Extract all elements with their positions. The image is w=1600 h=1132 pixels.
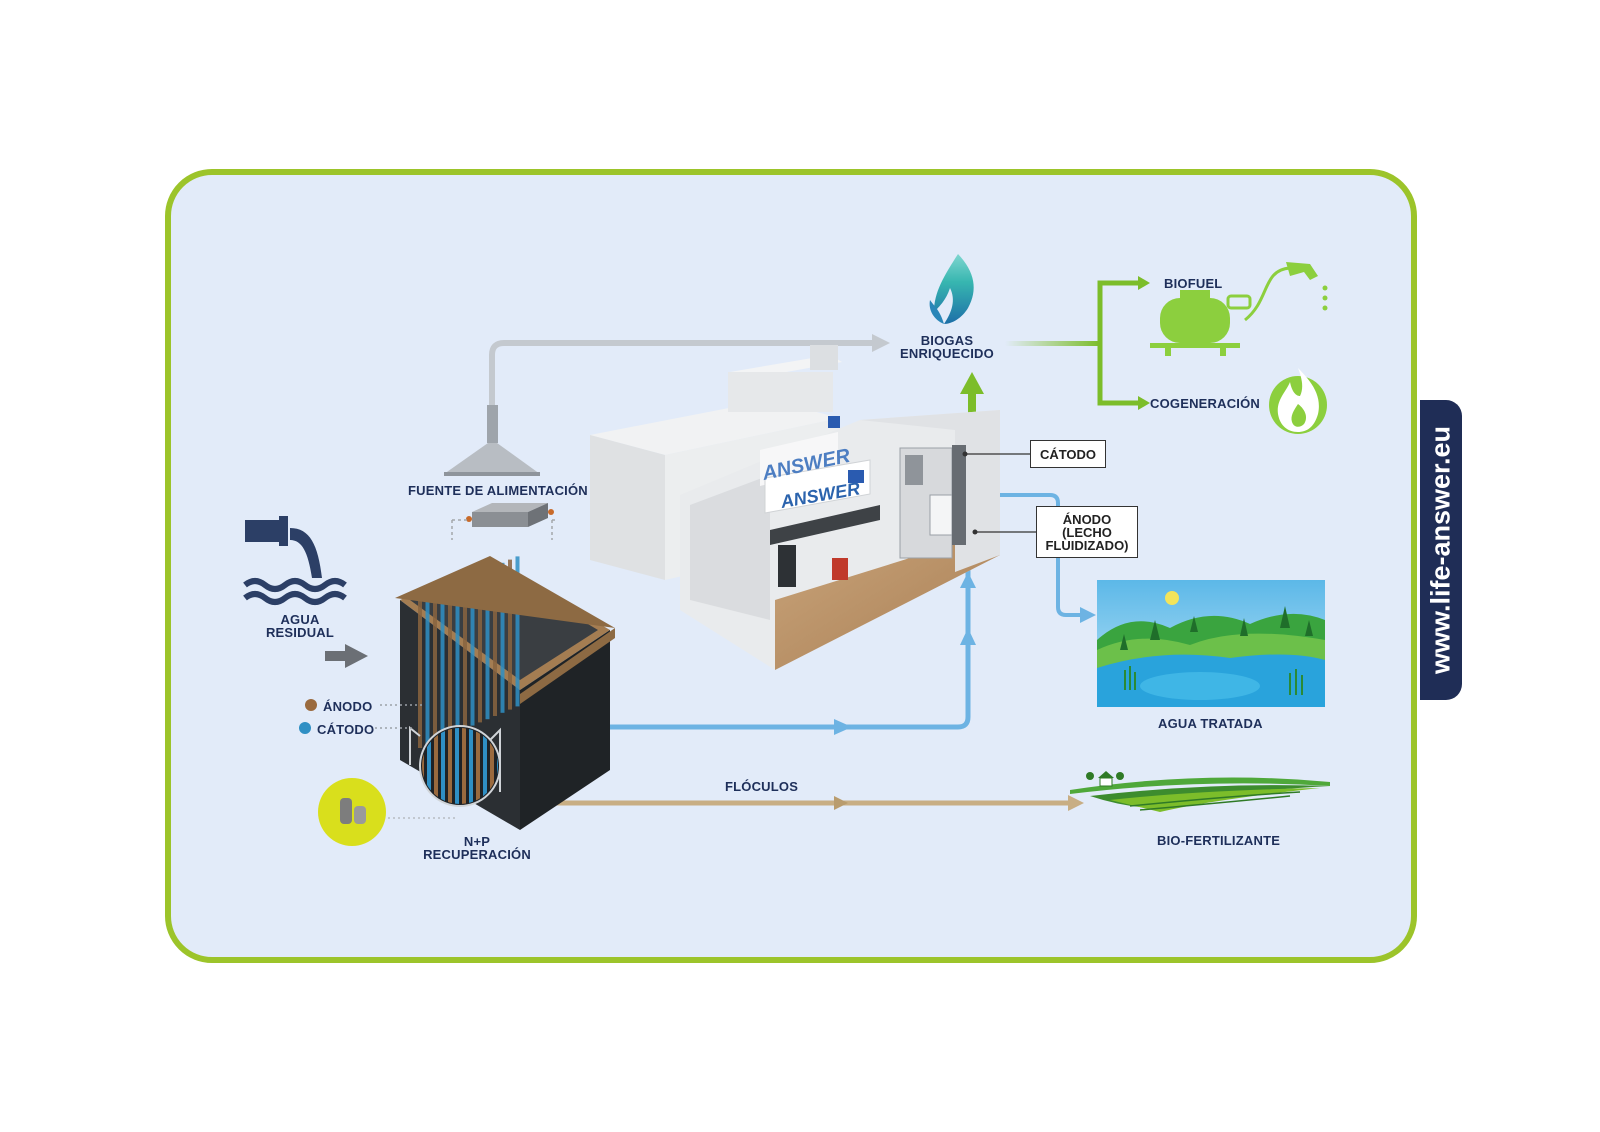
- power-supply-icon: [451, 503, 556, 540]
- website-link[interactable]: www.life-answer.eu: [1425, 425, 1456, 675]
- electrode-zoom-plate: [490, 728, 494, 804]
- agua-tratada-label: AGUA TRATADA: [1158, 716, 1263, 731]
- electrode-zoom-plate: [448, 728, 452, 804]
- electrode-zoom-plate: [441, 728, 445, 804]
- inflow-arrow-icon: [325, 644, 368, 668]
- reactor-electrodes: [418, 556, 520, 748]
- np-recovery-icon: [318, 778, 458, 846]
- biogas-flame-icon: [929, 254, 974, 324]
- anode-dot: [305, 699, 317, 711]
- water-flow-arrow-1: [834, 719, 852, 735]
- electrode-zoom-plate: [455, 728, 459, 804]
- flocs-flow-arrow-2: [1068, 795, 1084, 811]
- cogen-arrow: [1138, 396, 1150, 410]
- answer-banner-front: [764, 459, 871, 514]
- fuente-label: FUENTE DE ALIMENTACIÓN: [408, 483, 588, 498]
- electrode-plate: [493, 566, 497, 716]
- electrode-magnifier: [409, 725, 501, 807]
- floculos-label: FLÓCULOS: [725, 779, 799, 794]
- electrode-zoom-plate: [483, 728, 487, 804]
- electrode-plate: [470, 575, 475, 726]
- gas-hood-icon: [444, 405, 540, 476]
- cogeneracion-label: COGENERACIÓN: [1150, 396, 1261, 411]
- electrode-plate: [478, 572, 482, 723]
- electrode-plate: [485, 569, 490, 720]
- biogas-label: BIOGAS ENRIQUECIDO: [900, 333, 994, 361]
- electrode-plate: [500, 562, 505, 713]
- biogas-fade-line: [1005, 341, 1100, 346]
- gas-flow-line: [489, 340, 872, 405]
- biofuel-arrow: [1138, 276, 1150, 290]
- reactor-rim: [395, 556, 615, 704]
- electrode-plate: [433, 591, 437, 742]
- catodo-callout: CÁTODO: [1030, 440, 1106, 468]
- biogas-up-arrow: [960, 372, 984, 394]
- treated-water-landscape: [1097, 580, 1325, 707]
- electrode-zoom-plate: [469, 728, 473, 804]
- flocs-flow-arrow-1: [834, 796, 848, 810]
- electrode-zoom-plate: [422, 728, 424, 804]
- fuel-tank-icon: [1150, 290, 1252, 356]
- fuel-nozzle-icon: [1244, 262, 1328, 322]
- np-label: N+P RECUPERACIÓN: [423, 834, 531, 862]
- agua-residual-label: AGUA RESIDUAL: [265, 612, 335, 640]
- electrode-plate: [425, 594, 430, 745]
- water-flow-arrow-2: [960, 628, 976, 645]
- electrode-zoom-plate: [476, 728, 480, 804]
- biofuel-label: BIOFUEL: [1164, 276, 1223, 291]
- electrode-zoom-plate: [497, 728, 498, 804]
- electrode-zoom-plate: [434, 728, 438, 804]
- green-branch: [1097, 280, 1140, 406]
- electrode-plate: [440, 588, 445, 739]
- gas-flow-arrow: [872, 334, 890, 352]
- treated-flow-arrow: [1080, 607, 1096, 623]
- water-flow-arrow-3: [960, 572, 976, 588]
- electrode-zoom-plate: [462, 728, 466, 804]
- cogeneration-fire-icon: [1269, 368, 1327, 434]
- electrode-plate: [448, 585, 452, 736]
- catodo-legend-label: CÁTODO: [317, 722, 375, 737]
- electrode-plate: [463, 578, 467, 729]
- anodo-callout: ÁNODO (LECHO FLUIDIZADO): [1036, 506, 1138, 558]
- website-tab[interactable]: [1420, 400, 1462, 700]
- bio-fertilizante-label: BIO-FERTILIZANTE: [1157, 833, 1281, 848]
- cathode-dot: [299, 722, 311, 734]
- electrode-plate: [508, 559, 512, 710]
- container-front: [680, 410, 1000, 670]
- anodo-legend-label: ÁNODO: [323, 699, 373, 714]
- wastewater-pipe-icon: [243, 516, 347, 605]
- electrode-plate: [455, 582, 460, 732]
- legend-leader: [375, 704, 425, 729]
- electrode-plate: [515, 556, 520, 707]
- electrode-zoom-plate: [427, 728, 431, 804]
- electrode-plate: [418, 598, 422, 748]
- farm-fields-icon: [1070, 771, 1330, 812]
